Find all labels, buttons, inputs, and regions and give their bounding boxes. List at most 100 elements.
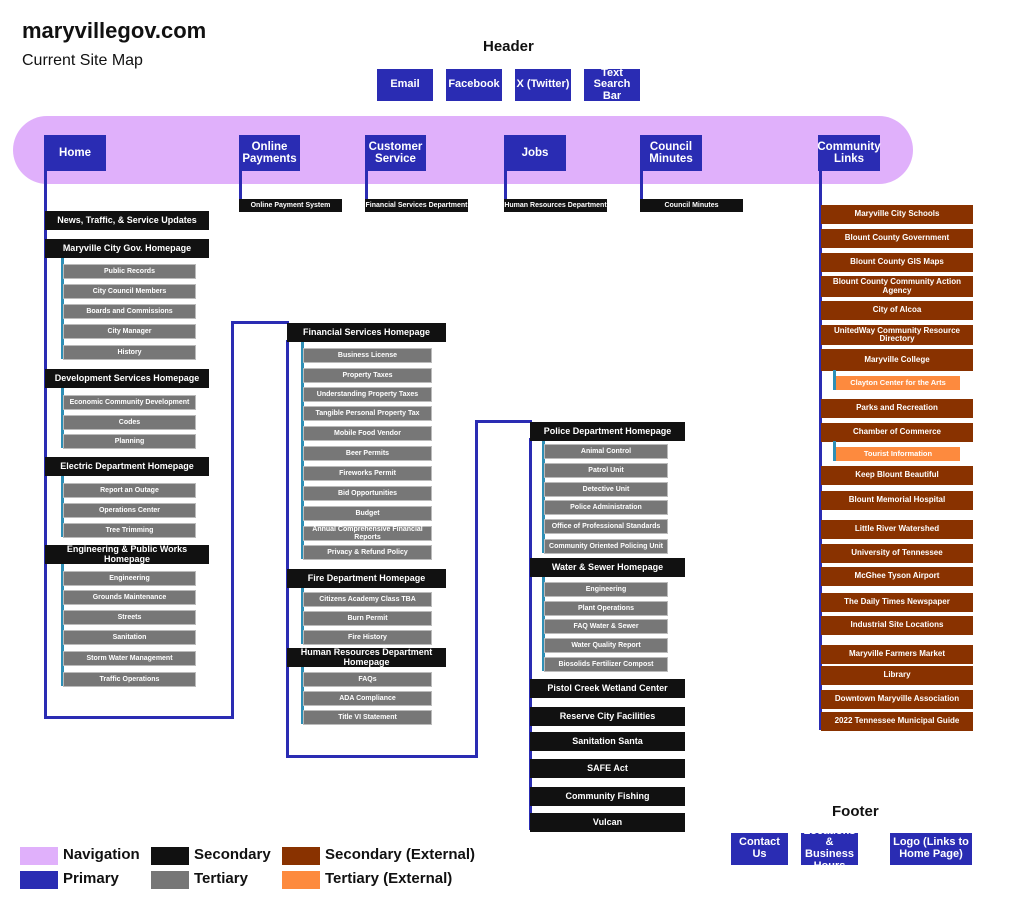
tertiary-page[interactable]: Storm Water Management <box>63 651 196 666</box>
secondary-page-news[interactable]: News, Traffic, & Service Updates <box>45 211 209 230</box>
secondary-page[interactable]: Pistol Creek Wetland Center <box>530 679 685 698</box>
tertiary-page[interactable]: Police Administration <box>544 500 668 515</box>
external-link[interactable]: Chamber of Commerce <box>821 423 973 442</box>
external-link[interactable]: Downtown Maryville Association <box>821 690 973 709</box>
tertiary-page[interactable]: Burn Permit <box>303 611 432 626</box>
tertiary-page[interactable]: Traffic Operations <box>63 672 196 687</box>
tertiary-page[interactable]: Grounds Maintenance <box>63 590 196 605</box>
tertiary-page[interactable]: City Council Members <box>63 284 196 299</box>
external-link[interactable]: University of Tennessee <box>821 544 973 563</box>
tertiary-page[interactable]: Economic Community Development <box>63 395 196 410</box>
tertiary-page[interactable]: Budget <box>303 506 432 521</box>
header-button[interactable]: Text Search Bar <box>584 67 640 102</box>
header-button[interactable]: Email <box>377 69 433 101</box>
external-link[interactable]: Blount Memorial Hospital <box>821 491 973 510</box>
external-link[interactable]: Parks and Recreation <box>821 399 973 418</box>
tertiary-page[interactable]: Understanding Property Taxes <box>303 387 432 402</box>
tertiary-page[interactable]: Tangible Personal Property Tax <box>303 406 432 421</box>
external-link[interactable]: Maryville Farmers Market <box>821 645 973 664</box>
external-link[interactable]: Blount County Government <box>821 229 973 248</box>
nav-item[interactable]: Customer Service <box>365 135 426 171</box>
nav-child-link[interactable]: Council Minutes <box>640 199 743 212</box>
external-link[interactable]: Maryville College <box>821 349 973 371</box>
tertiary-page[interactable]: Water Quality Report <box>544 638 668 653</box>
tertiary-page[interactable]: History <box>63 345 196 360</box>
external-link[interactable]: Industrial Site Locations <box>821 616 973 635</box>
secondary-page-dev[interactable]: Development Services Homepage <box>45 369 209 388</box>
tertiary-page[interactable]: Property Taxes <box>303 368 432 383</box>
secondary-page-city_gov[interactable]: Maryville City Gov. Homepage <box>45 239 209 258</box>
tertiary-page[interactable]: Title VI Statement <box>303 710 432 725</box>
tertiary-page[interactable]: FAQs <box>303 672 432 687</box>
secondary-page-financial[interactable]: Financial Services Homepage <box>287 323 446 342</box>
external-link[interactable]: Blount County GIS Maps <box>821 253 973 272</box>
tertiary-page[interactable]: Bid Opportunities <box>303 486 432 501</box>
tertiary-page[interactable]: Report an Outage <box>63 483 196 498</box>
tertiary-page[interactable]: Boards and Commissions <box>63 304 196 319</box>
tertiary-page[interactable]: Patrol Unit <box>544 463 668 478</box>
nav-child-link[interactable]: Financial Services Department <box>365 199 468 212</box>
secondary-page[interactable]: Sanitation Santa <box>530 732 685 751</box>
secondary-page[interactable]: Reserve City Facilities <box>530 707 685 726</box>
tertiary-page[interactable]: Codes <box>63 415 196 430</box>
tertiary-page[interactable]: Annual Comprehensive Financial Reports <box>303 526 432 541</box>
nav-item[interactable]: Jobs <box>504 135 566 171</box>
secondary-page[interactable]: Vulcan <box>530 813 685 832</box>
secondary-page[interactable]: SAFE Act <box>530 759 685 778</box>
tertiary-page[interactable]: Citizens Academy Class TBA <box>303 592 432 607</box>
tertiary-page[interactable]: ADA Compliance <box>303 691 432 706</box>
tertiary-page[interactable]: Animal Control <box>544 444 668 459</box>
footer-button[interactable]: Contact Us <box>731 833 788 865</box>
tertiary-page[interactable]: Biosolids Fertilizer Compost <box>544 657 668 672</box>
secondary-page[interactable]: Community Fishing <box>530 787 685 806</box>
tertiary-page[interactable]: Public Records <box>63 264 196 279</box>
secondary-page-fire[interactable]: Fire Department Homepage <box>287 569 446 588</box>
tertiary-page[interactable]: Privacy & Refund Policy <box>303 545 432 560</box>
secondary-page-hr[interactable]: Human Resources Department Homepage <box>287 647 446 667</box>
tertiary-page[interactable]: Detective Unit <box>544 482 668 497</box>
external-link[interactable]: UnitedWay Community Resource Directory <box>821 325 973 345</box>
tertiary-page[interactable]: Fireworks Permit <box>303 466 432 481</box>
tertiary-page[interactable]: City Manager <box>63 324 196 339</box>
tertiary-page[interactable]: Operations Center <box>63 503 196 518</box>
external-link[interactable]: Library <box>821 666 973 685</box>
nav-item[interactable]: Online Payments <box>239 135 300 171</box>
tertiary-page[interactable]: Fire History <box>303 630 432 645</box>
tertiary-page[interactable]: Planning <box>63 434 196 449</box>
tertiary-page[interactable]: Streets <box>63 610 196 625</box>
external-link[interactable]: City of Alcoa <box>821 301 973 320</box>
external-link[interactable]: Keep Blount Beautiful <box>821 466 973 485</box>
secondary-page-electric[interactable]: Electric Department Homepage <box>45 457 209 476</box>
tertiary-page[interactable]: Office of Professional Standards <box>544 519 668 534</box>
footer-button[interactable]: Logo (Links to Home Page) <box>890 833 972 865</box>
tertiary-page[interactable]: Engineering <box>63 571 196 586</box>
external-link[interactable]: 2022 Tennessee Municipal Guide <box>821 712 973 731</box>
external-tertiary-link[interactable]: Clayton Center for the Arts <box>836 376 960 390</box>
external-link[interactable]: Maryville City Schools <box>821 205 973 224</box>
footer-button[interactable]: Locations & Business Hours <box>801 825 858 871</box>
nav-child-link[interactable]: Human Resources Department <box>504 199 607 212</box>
tertiary-page[interactable]: Sanitation <box>63 630 196 645</box>
tertiary-page[interactable]: Engineering <box>544 582 668 597</box>
tertiary-page[interactable]: Community Oriented Policing Unit <box>544 539 668 554</box>
external-link[interactable]: Little River Watershed <box>821 520 973 539</box>
nav-item[interactable]: Home <box>44 135 106 171</box>
tertiary-page[interactable]: FAQ Water & Sewer <box>544 619 668 634</box>
header-button[interactable]: Facebook <box>446 69 502 101</box>
external-tertiary-link[interactable]: Tourist Information <box>836 447 960 461</box>
secondary-page-police[interactable]: Police Department Homepage <box>530 422 685 441</box>
nav-item[interactable]: Community Links <box>817 135 881 171</box>
tertiary-page[interactable]: Tree Trimming <box>63 523 196 538</box>
nav-child-link[interactable]: Online Payment System <box>239 199 342 212</box>
external-link[interactable]: Blount County Community Action Agency <box>821 276 973 297</box>
nav-item[interactable]: Council Minutes <box>640 135 702 171</box>
tertiary-page[interactable]: Mobile Food Vendor <box>303 426 432 441</box>
external-link[interactable]: The Daily Times Newspaper <box>821 593 973 612</box>
secondary-page-engineering[interactable]: Engineering & Public Works Homepage <box>45 544 209 564</box>
tertiary-page[interactable]: Beer Permits <box>303 446 432 461</box>
external-link[interactable]: McGhee Tyson Airport <box>821 567 973 586</box>
header-button[interactable]: X (Twitter) <box>515 69 571 101</box>
secondary-page-water[interactable]: Water & Sewer Homepage <box>530 558 685 577</box>
tertiary-page[interactable]: Business License <box>303 348 432 363</box>
tertiary-page[interactable]: Plant Operations <box>544 601 668 616</box>
